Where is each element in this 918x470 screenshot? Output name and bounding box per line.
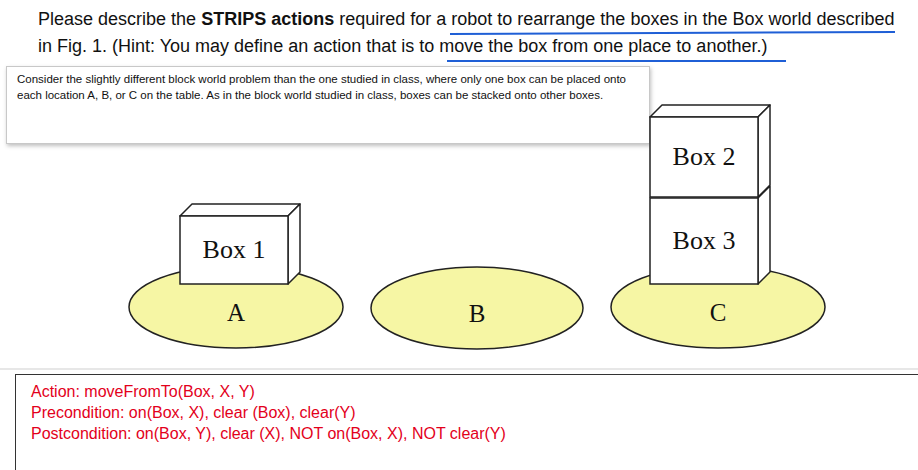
box-side-face: [758, 186, 770, 284]
box-front-face: [650, 117, 758, 197]
node-text: Postcondition: on(Box, Y), clear (X), NO…: [31, 423, 506, 444]
box-front-face: [650, 198, 758, 284]
box-block: Box 1: [180, 216, 288, 284]
box-block: Box 3: [650, 198, 758, 284]
action-panel: Action: moveFromTo(Box, X, Y)Preconditio…: [15, 374, 918, 470]
pen-underline: [447, 60, 786, 62]
node-text: Box 2: [673, 142, 736, 172]
box-front-face: [180, 216, 288, 284]
pen-underline: [450, 32, 895, 34]
box-side-face: [288, 204, 300, 284]
ellipse-shape: [611, 266, 825, 348]
node-text: Box 1: [203, 235, 266, 265]
node-text: B: [469, 300, 486, 328]
ellipse-shape: [371, 267, 583, 349]
box-top-face: [650, 105, 770, 117]
node-text: Action: moveFromTo(Box, X, Y): [31, 381, 255, 402]
problem-note: Consider the slightly different block wo…: [6, 66, 650, 144]
box-side-face: [758, 105, 770, 197]
node-text: Precondition: on(Box, X), clear (Box), c…: [31, 402, 356, 423]
question-text: Please describe the: [38, 9, 196, 29]
emphasis-text: STRIPS actions: [201, 9, 334, 29]
node-text: Consider the slightly different block wo…: [17, 72, 639, 103]
box-top-face: [180, 204, 300, 216]
divider-line: [0, 369, 918, 370]
node-text: C: [710, 299, 727, 327]
location-ellipse: B: [370, 266, 584, 350]
ellipse-shape: [129, 266, 343, 348]
node-text: A: [227, 299, 245, 327]
box-block: Box 2: [650, 117, 758, 197]
question-text: Please describe theSTRIPS actionsrequire…: [38, 6, 910, 60]
node-text: Box 3: [673, 226, 736, 256]
